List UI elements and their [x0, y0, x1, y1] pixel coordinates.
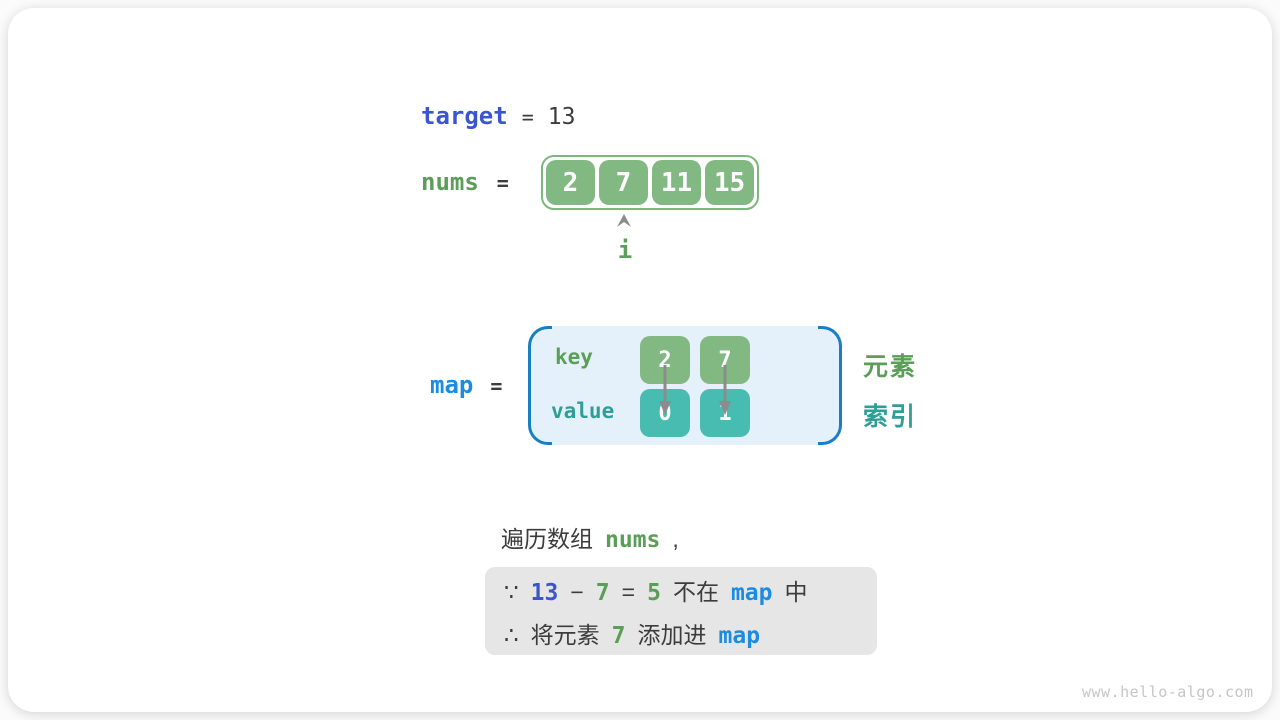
equals-sign: =: [490, 374, 503, 398]
key-row-label: key: [555, 345, 593, 369]
not-in-text: 不在: [672, 578, 719, 605]
map-key-box: 7: [700, 336, 750, 384]
element-number: 7: [611, 622, 626, 649]
map-keyword: map: [430, 371, 474, 399]
target-line: target = 13: [421, 102, 575, 130]
key-to-value-arrow-icon: [719, 365, 731, 415]
caption-line: 遍历数组 nums ,: [501, 520, 679, 554]
minus-sign: −: [570, 578, 584, 605]
reasoning-note-box: ∵ 13 − 7 = 5 不在 map 中 ∴ 将元素 7 添加进 map: [485, 567, 877, 655]
difference-number: 5: [647, 579, 661, 606]
array-cell: 7: [599, 160, 648, 205]
index-pointer-arrow-icon: [617, 214, 631, 227]
array-cell: 15: [705, 160, 754, 205]
equals-sign: =: [496, 171, 509, 195]
index-side-label: 索引: [863, 403, 918, 431]
add-action-text: 添加进: [637, 621, 707, 648]
map-keyword: map: [730, 579, 773, 606]
nums-array: 2 7 11 15: [541, 155, 759, 210]
diagram-card: target = 13 nums = 2 7 11 15 i map = key…: [8, 8, 1272, 712]
equals-sign: =: [521, 105, 534, 129]
target-keyword: target: [421, 102, 508, 130]
left-bracket: [528, 326, 552, 445]
nums-keyword: nums: [421, 168, 479, 196]
equals-sign: =: [621, 578, 636, 605]
note-line-therefore: ∴ 将元素 7 添加进 map: [504, 616, 877, 650]
note-line-because: ∵ 13 − 7 = 5 不在 map 中: [504, 573, 877, 607]
right-bracket: [818, 326, 842, 445]
therefore-symbol: ∴: [504, 621, 519, 648]
element-side-label: 元素: [863, 353, 918, 381]
target-value: 13: [547, 104, 576, 130]
nums-keyword: nums: [605, 527, 661, 553]
value-row-label: value: [551, 399, 615, 423]
add-prefix-text: 将元素: [530, 621, 600, 648]
in-suffix-text: 中: [784, 578, 808, 605]
key-to-value-arrow-icon: [659, 365, 671, 415]
map-keyword: map: [718, 622, 761, 649]
array-cell: 2: [546, 160, 595, 205]
caption-text: 遍历数组: [501, 526, 593, 552]
nums-label-row: nums =: [421, 168, 509, 196]
array-cell: 11: [652, 160, 701, 205]
caption-comma: ,: [672, 526, 679, 552]
watermark: www.hello-algo.com: [1082, 683, 1254, 701]
current-number: 7: [595, 579, 610, 606]
because-symbol: ∵: [504, 578, 519, 605]
target-number: 13: [530, 579, 559, 606]
index-pointer-label: i: [617, 236, 633, 264]
map-label-row: map =: [430, 371, 502, 399]
